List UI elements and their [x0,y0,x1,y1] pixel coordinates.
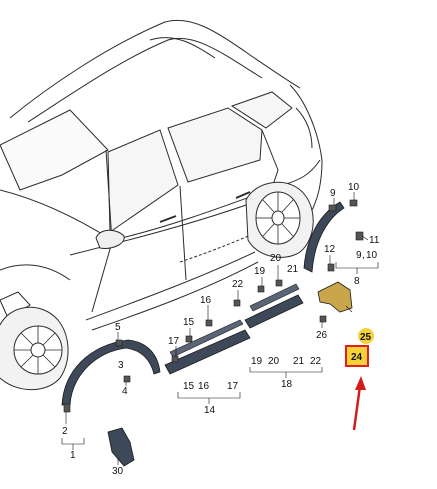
clip-9 [328,204,337,212]
highlight-24-box [345,345,369,367]
sill-line [85,251,256,321]
label-17-top: 17 [168,336,180,347]
label-group18-21: 21 [293,356,305,367]
label-15-top: 15 [183,317,195,328]
clip-16 [205,319,213,327]
clip-5 [115,339,123,347]
rear-door-handle [235,191,251,199]
front-fender [0,264,71,281]
label-19-top: 19 [254,266,266,277]
front-side-window [107,129,179,233]
label-1: 1 [70,450,76,461]
rear-door-line [179,185,187,281]
label-group18-19: 19 [251,356,263,367]
headlight [0,291,31,319]
sill-trim-rear [244,294,304,329]
leader-lines [61,192,379,465]
label-group18-22: 22 [310,356,322,367]
label-11: 11 [369,235,380,246]
sill-line-2 [91,261,259,331]
clip-12 [327,263,335,272]
clip-26 [319,315,327,323]
label-25: 25 [360,332,372,343]
label-16-top: 16 [200,295,212,306]
sill-trim-rear-strip [249,283,300,312]
front-wheel-arch-trim [61,339,161,406]
label-group14-15: 15 [183,381,195,392]
label-group18-20: 20 [268,356,280,367]
label-group8-9: 9 [356,250,362,261]
clip-4 [123,375,131,383]
label-group14-17: 17 [227,381,239,392]
rear-wheel [245,181,314,258]
front-wheel [0,306,69,391]
label-24: 24 [351,352,363,363]
label-30: 30 [112,466,124,477]
mirror [95,229,125,249]
tail-light [295,107,313,149]
label-5: 5 [115,322,121,333]
label-8: 8 [354,276,360,287]
highlight-25 [358,328,374,344]
red-arrow [352,376,366,431]
body-side-upper [0,159,321,241]
label-group14-16: 16 [198,381,210,392]
clip-22 [233,299,241,307]
label-14: 14 [204,405,216,416]
windshield [0,109,109,191]
label-21-top: 21 [287,264,299,275]
clip-2 [63,403,71,413]
roof-rail [149,37,216,59]
clip-15 [185,335,193,343]
front-door-handle [159,215,177,223]
label-4: 4 [122,386,128,397]
rear-quarter-window [230,91,293,129]
clip-20 [275,279,283,287]
label-26: 26 [316,330,328,341]
rear-side-window [167,107,263,183]
sill-trim-front [164,329,251,375]
label-group8-comma: , [362,250,365,261]
label-2: 2 [62,426,68,437]
clip-11 [355,231,364,241]
mounting-bracket [317,281,353,313]
car-roof [9,19,301,119]
sill-trim-front-strip [169,319,244,358]
clip-17 [171,355,179,363]
label-22-top: 22 [232,279,244,290]
clips [63,199,364,413]
label-3: 3 [118,360,124,371]
car-outline [0,19,323,331]
label-group8-10: 10 [366,250,378,261]
label-12: 12 [324,244,336,255]
label-9: 9 [330,188,336,199]
roof-inner-line [27,38,263,123]
clip-19 [257,285,265,293]
mud-flap [107,427,135,467]
label-18: 18 [281,379,293,390]
clip-10 [349,199,358,207]
label-10: 10 [348,182,360,193]
label-20-top: 20 [270,253,282,264]
highlight-24-fill [347,347,367,365]
body-side-crease [69,199,261,256]
rear-wheel-arch-trim [303,201,345,273]
